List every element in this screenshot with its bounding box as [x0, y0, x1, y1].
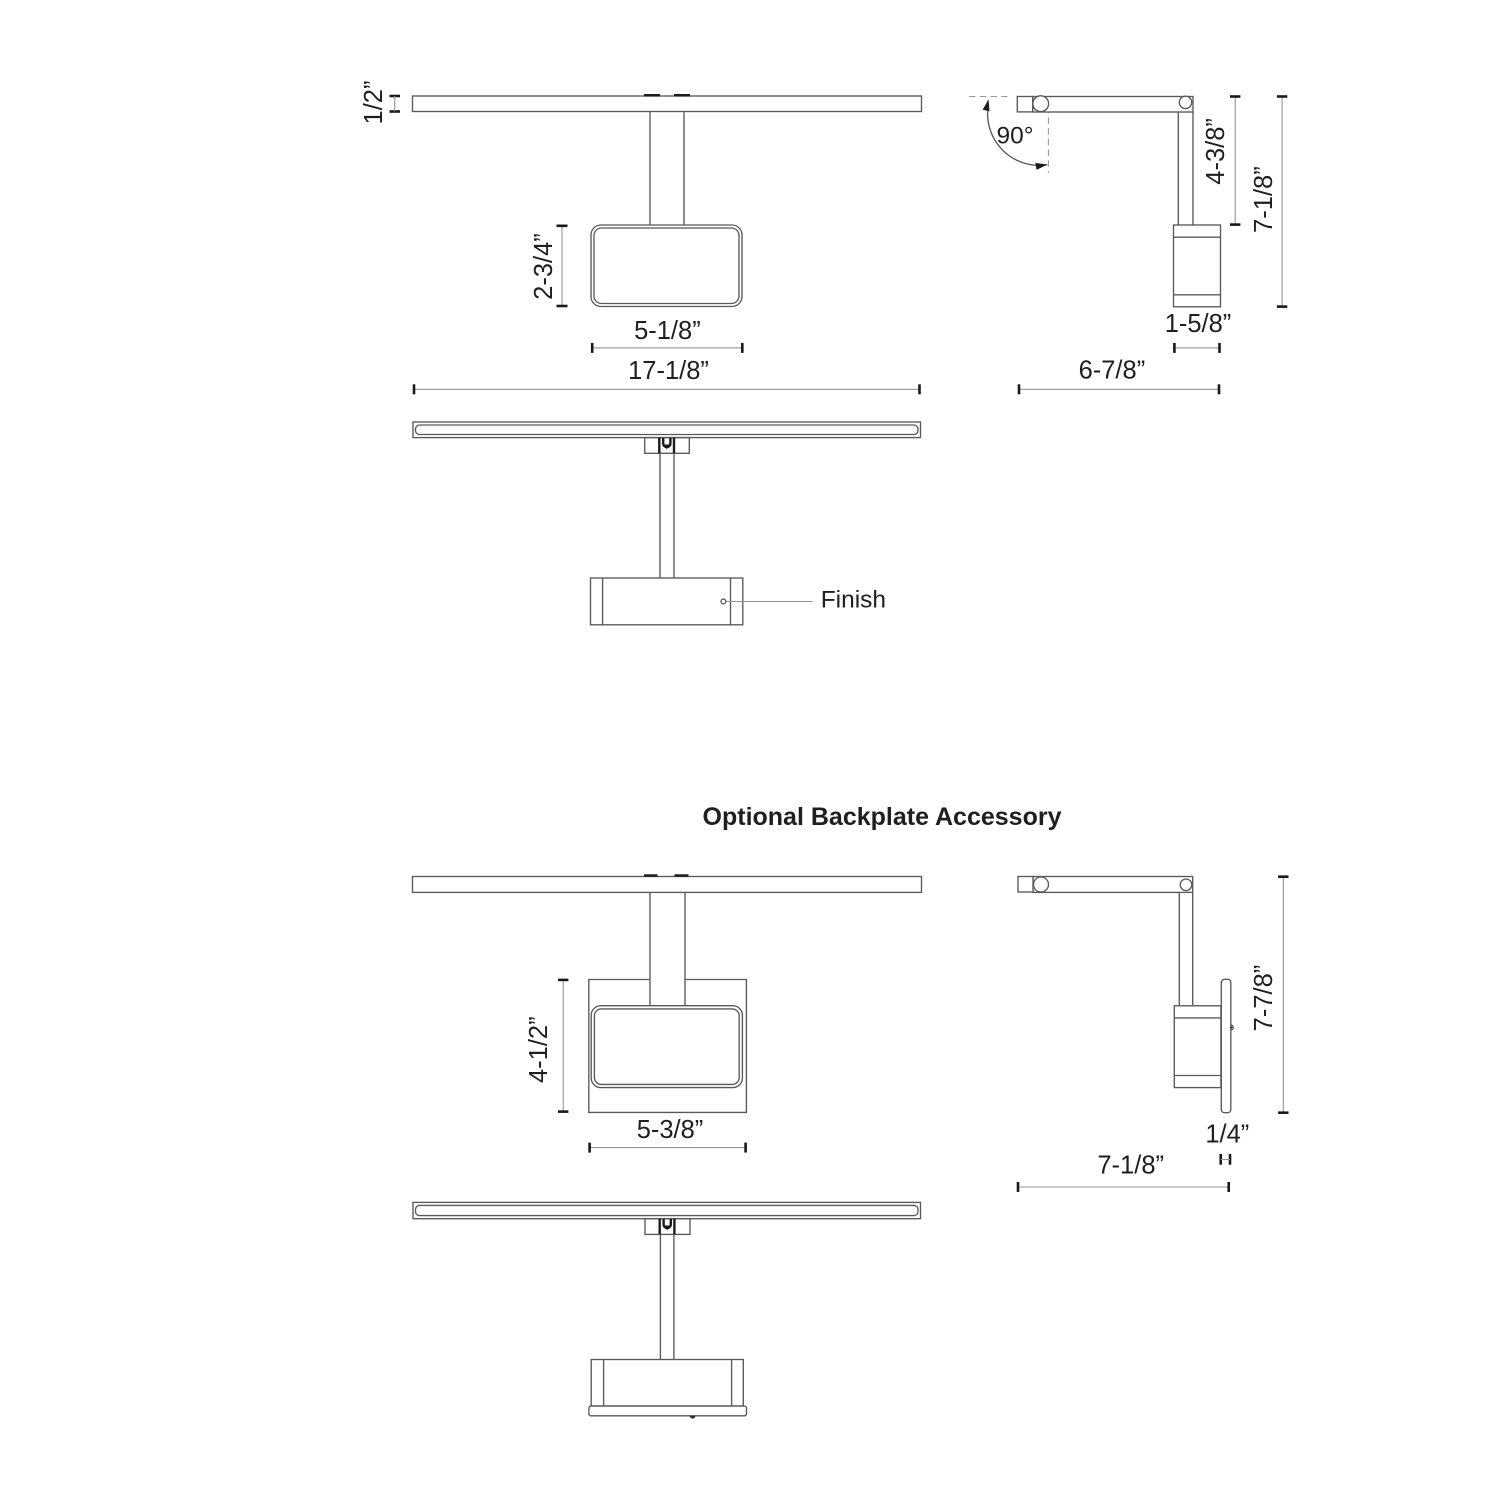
svg-text:7-1/8”: 7-1/8”	[1097, 1152, 1164, 1180]
svg-text:Optional Backplate Accessory: Optional Backplate Accessory	[703, 803, 1062, 831]
svg-text:1/2”: 1/2”	[360, 81, 388, 125]
svg-text:90°: 90°	[996, 123, 1033, 150]
svg-text:17-1/8”: 17-1/8”	[628, 357, 709, 385]
svg-text:5-3/8”: 5-3/8”	[637, 1116, 704, 1144]
svg-text:5-1/8”: 5-1/8”	[634, 317, 701, 345]
svg-text:Finish: Finish	[821, 586, 886, 613]
svg-text:7-1/8”: 7-1/8”	[1250, 166, 1278, 233]
svg-text:1/4”: 1/4”	[1205, 1121, 1249, 1149]
svg-text:2-3/4”: 2-3/4”	[530, 233, 558, 300]
svg-text:6-7/8”: 6-7/8”	[1079, 357, 1146, 385]
svg-text:4-1/2”: 4-1/2”	[525, 1016, 553, 1083]
svg-text:7-7/8”: 7-7/8”	[1250, 965, 1278, 1032]
svg-text:1-5/8”: 1-5/8”	[1165, 310, 1232, 338]
svg-text:4-3/8”: 4-3/8”	[1202, 118, 1230, 185]
